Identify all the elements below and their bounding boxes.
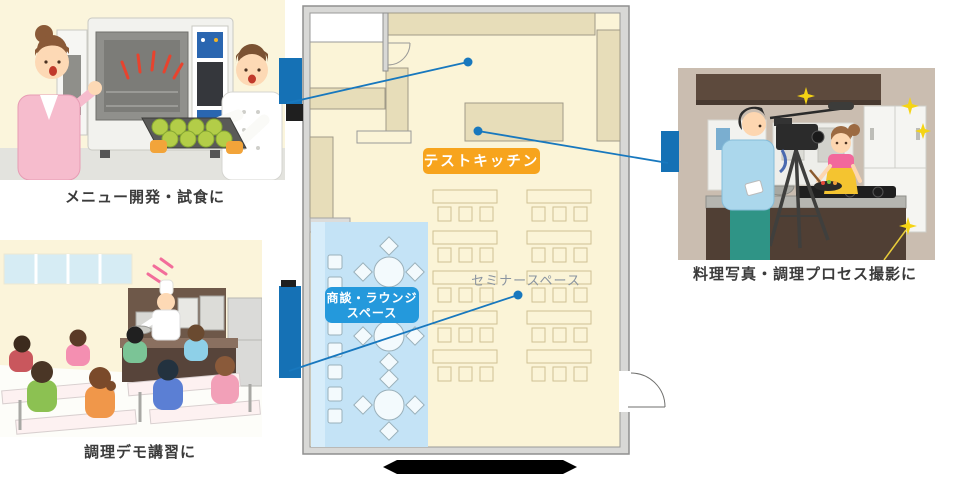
prep-table [356, 130, 412, 144]
chef-instructor [128, 257, 181, 341]
window-band [3, 253, 133, 285]
connector-notch [281, 280, 296, 287]
range-hood [696, 74, 881, 105]
face [35, 45, 69, 79]
left-wall-counter [309, 136, 334, 222]
left-counter [309, 87, 386, 110]
top-counter [384, 12, 596, 36]
pants [730, 206, 770, 260]
viewfinder [774, 118, 792, 126]
oven-glove [150, 140, 167, 153]
microphone [828, 102, 854, 110]
chef-face [157, 293, 175, 311]
face [742, 112, 766, 136]
lounge-badge: 商談・ラウンジ スペース [325, 287, 419, 323]
woman-figure [17, 25, 102, 180]
lounge-round-tables [353, 236, 425, 441]
pink-top [828, 154, 854, 172]
svg-text:商談・ラウンジ: 商談・ラウンジ [326, 290, 417, 305]
waving-hand [88, 81, 102, 95]
motion-marks [146, 257, 174, 284]
notes [744, 180, 764, 196]
chef-coat [151, 309, 181, 341]
svg-text:テストキッチン: テストキッチン [424, 153, 540, 170]
oven-unit [177, 297, 199, 329]
face [831, 133, 851, 153]
camera-tripod [768, 102, 854, 249]
svg-text:スペース: スペース [347, 306, 398, 320]
caption-menu-development: メニュー開発・試食に [64, 189, 225, 206]
illustration-menu-development [0, 0, 285, 180]
caption-filming: 料理写真・調理プロセス撮影に [692, 266, 917, 283]
seminar-space-label: セミナースペース [471, 273, 581, 288]
lounge-side-strip [311, 222, 325, 447]
kitchen-island [464, 102, 564, 142]
camera-strap [778, 149, 787, 174]
dimension-bar [383, 460, 577, 474]
oven-glove [226, 141, 243, 154]
interior-wall [382, 12, 389, 72]
dimension-arrow-right [563, 460, 577, 474]
floor-plan: セミナースペース テストキッチン 商談・ラウンジ スペース [302, 5, 630, 455]
connector-notch [286, 104, 303, 121]
caption-cooking-demo: 調理デモ講習に [83, 444, 196, 461]
illustration-filming [678, 68, 935, 260]
connector-tab-demo [279, 286, 301, 378]
combi-oven-unit [199, 295, 225, 331]
illustration-cooking-demo [0, 240, 262, 437]
combi-oven [56, 17, 234, 158]
dimension-arrow-left [383, 460, 397, 474]
sparkles [797, 87, 931, 260]
tall-cabinet [385, 67, 409, 141]
test-kitchen-badge: テストキッチン [423, 148, 540, 174]
connector-tab-filming [661, 131, 679, 172]
right-counter [596, 29, 621, 142]
cooking-woman [809, 124, 862, 194]
chef-face [236, 54, 268, 86]
cameraman [721, 106, 775, 260]
video-camera [776, 124, 818, 150]
chef-figure [141, 44, 283, 180]
heat-steam-marks [120, 50, 184, 80]
audience [9, 324, 239, 418]
toque [159, 279, 174, 296]
wall-notch [309, 12, 386, 43]
